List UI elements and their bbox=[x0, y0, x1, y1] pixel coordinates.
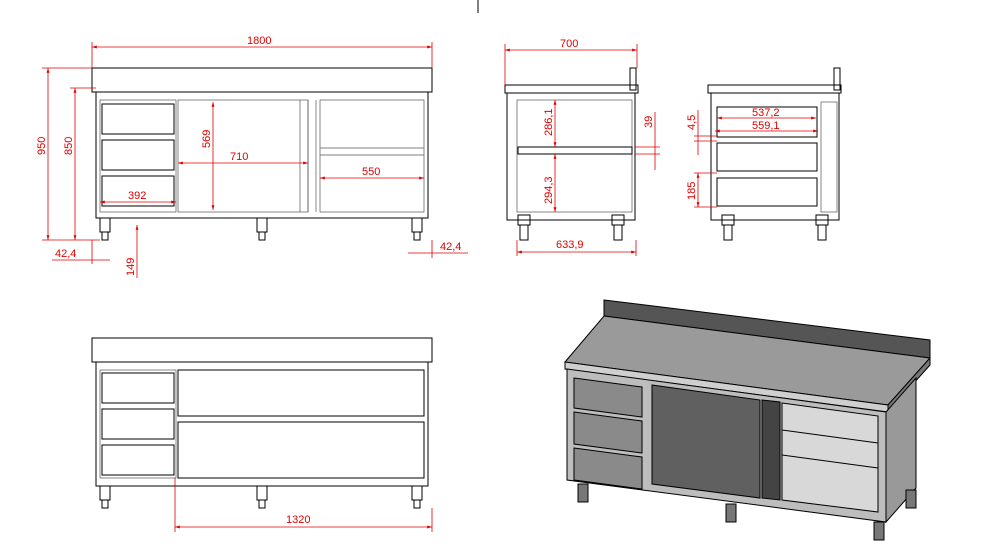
dim-body-height: 850 bbox=[63, 137, 75, 155]
dim-left-offset: 42,4 bbox=[55, 248, 76, 260]
dim-overall-height: 950 bbox=[36, 137, 48, 155]
dim-leg-height: 149 bbox=[125, 258, 137, 276]
dim-door-width: 710 bbox=[230, 151, 248, 163]
dim-drawer-width: 392 bbox=[128, 190, 146, 202]
isometric-view bbox=[564, 299, 932, 541]
dim-door-height: 569 bbox=[201, 130, 213, 148]
drawer-section-view: 537,2 559,1 4,5 185 bbox=[686, 67, 842, 241]
dim-depth: 700 bbox=[560, 38, 578, 50]
dim-shelf-thickness: 39 bbox=[643, 116, 655, 128]
dim-right-offset: 42,4 bbox=[440, 241, 461, 253]
dim-lower-compartment: 294,3 bbox=[543, 176, 555, 204]
dim-shelf-width: 550 bbox=[362, 166, 380, 178]
dim-drawer-inner-width: 537,2 bbox=[752, 107, 780, 119]
dim-drawer-height: 185 bbox=[686, 182, 698, 200]
dim-compartment-width: 1320 bbox=[286, 514, 310, 526]
front-view-drawers: 1320 bbox=[91, 337, 433, 532]
dim-drawer-outer-width: 559,1 bbox=[752, 120, 780, 132]
dim-overall-width: 1800 bbox=[247, 35, 271, 47]
dim-leg-span: 633,9 bbox=[556, 239, 584, 251]
dim-gap: 4,5 bbox=[686, 115, 698, 130]
front-view: 1800 950 850 569 710 550 392 42,4 149 42… bbox=[36, 35, 468, 278]
dim-upper-compartment: 286,1 bbox=[543, 108, 555, 136]
side-view: 700 286,1 294,3 39 633,9 bbox=[504, 38, 660, 256]
